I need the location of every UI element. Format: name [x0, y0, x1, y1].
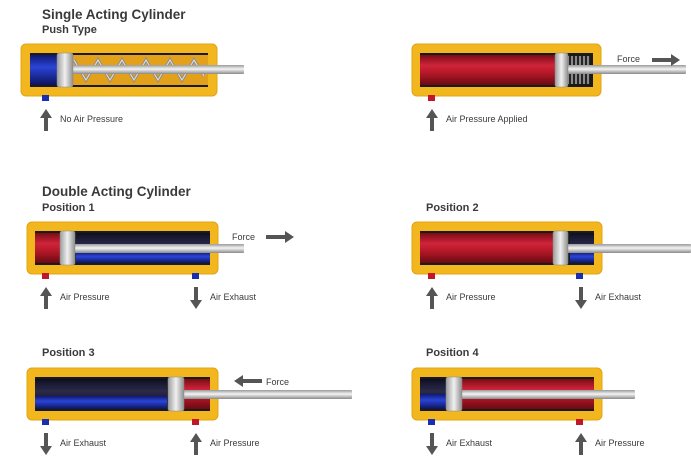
air-pressure-label-position-3: Air Pressure [210, 438, 260, 448]
up-arrow-icon [40, 109, 52, 131]
position-2-title: Position 2 [426, 202, 479, 214]
force-label-position-3: Force [266, 377, 289, 387]
double-cylinder-position-2 [411, 221, 691, 279]
position-3-title: Position 3 [42, 347, 95, 359]
down-arrow-icon [40, 433, 52, 455]
right-arrow-icon [652, 54, 680, 66]
push-type-subtitle: Push Type [42, 24, 97, 36]
air-pressure-label-position-4: Air Pressure [595, 438, 645, 448]
force-label-position-1: Force [232, 232, 255, 242]
single-cylinder-pressurized [411, 43, 686, 101]
no-air-pressure-label: No Air Pressure [60, 114, 123, 124]
air-pressure-label-position-2: Air Pressure [446, 292, 496, 302]
air-pressure-label-position-1: Air Pressure [60, 292, 110, 302]
single-acting-title: Single Acting Cylinder [42, 7, 186, 22]
air-exhaust-label-position-2: Air Exhaust [595, 292, 642, 302]
air-exhaust-label-position-1: Air Exhaust [210, 292, 257, 302]
down-arrow-icon [190, 287, 202, 309]
double-cylinder-position-1 [26, 221, 244, 279]
air-pressure-applied-label: Air Pressure Applied [446, 114, 528, 124]
force-label-single: Force [617, 54, 640, 64]
down-arrow-icon [426, 433, 438, 455]
up-arrow-icon [190, 433, 202, 455]
air-exhaust-label-position-3: Air Exhaust [60, 438, 107, 448]
single-cylinder-unpressurized [20, 43, 244, 101]
down-arrow-icon [575, 287, 587, 309]
up-arrow-icon [426, 287, 438, 309]
right-arrow-icon [266, 231, 294, 243]
air-exhaust-label-position-4: Air Exhaust [446, 438, 493, 448]
left-arrow-icon [234, 375, 262, 387]
up-arrow-icon [426, 109, 438, 131]
double-acting-title: Double Acting Cylinder [42, 184, 192, 199]
position-1-title: Position 1 [42, 202, 95, 214]
double-cylinder-position-3 [26, 367, 352, 425]
up-arrow-icon [575, 433, 587, 455]
double-cylinder-position-4 [411, 367, 635, 425]
up-arrow-icon [40, 287, 52, 309]
position-4-title: Position 4 [426, 347, 479, 359]
